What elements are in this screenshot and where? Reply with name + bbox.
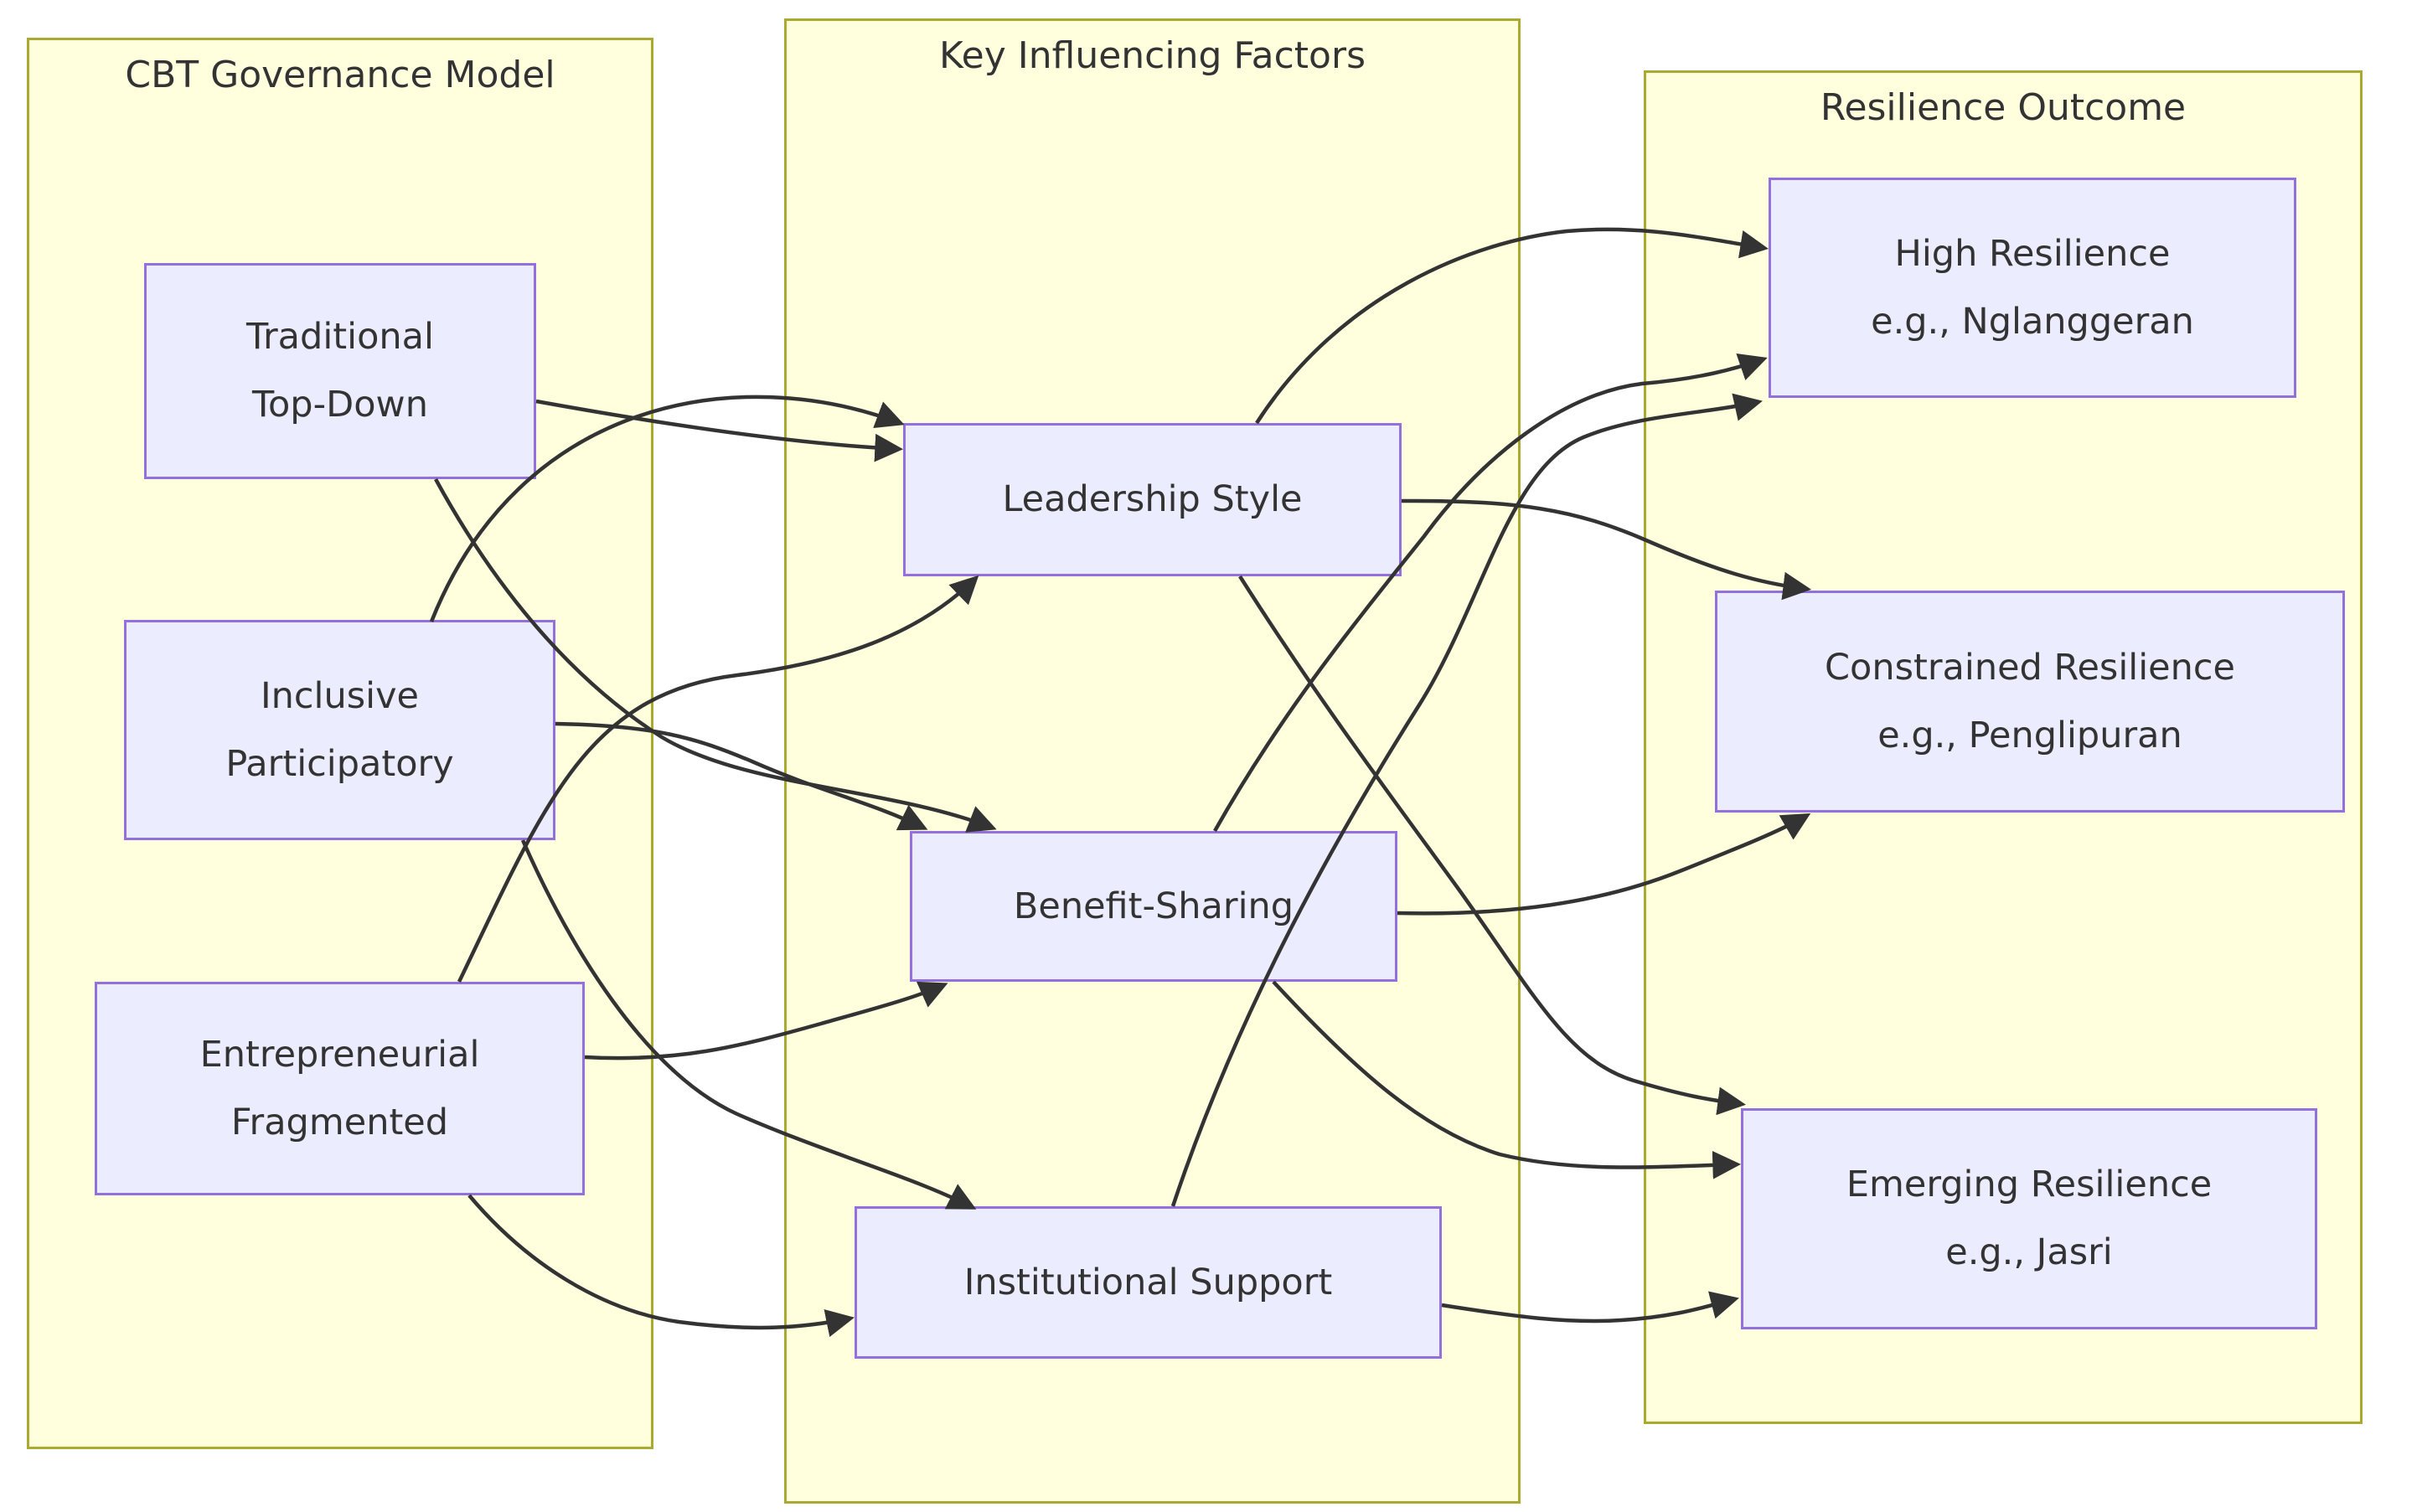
node-benefit-sharing: Benefit-Sharing: [910, 831, 1397, 982]
node-label: High Resilience: [1894, 232, 2171, 275]
node-label: Participatory: [225, 742, 454, 785]
node-label: Top-Down: [252, 384, 428, 426]
node-leadership-style: Leadership Style: [903, 423, 1402, 576]
node-entrepreneurial-fragmented: Entrepreneurial Fragmented: [95, 982, 585, 1195]
node-label: e.g., Nglanggeran: [1871, 300, 2194, 343]
node-emerging-resilience: Emerging Resilience e.g., Jasri: [1741, 1108, 2317, 1329]
node-label: e.g., Penglipuran: [1877, 714, 2182, 756]
cluster-governance-title: CBT Governance Model: [125, 54, 555, 96]
node-label: Inclusive: [260, 674, 420, 717]
node-label: Leadership Style: [1002, 478, 1303, 521]
node-institutional-support: Institutional Support: [855, 1206, 1442, 1359]
node-constrained-resilience: Constrained Resilience e.g., Penglipuran: [1715, 591, 2345, 813]
node-label: Institutional Support: [963, 1261, 1333, 1303]
cluster-outcome-title: Resilience Outcome: [1820, 86, 2187, 129]
node-inclusive-participatory: Inclusive Participatory: [124, 620, 555, 840]
node-label: Benefit-Sharing: [1013, 885, 1294, 927]
cluster-factors-title: Key Influencing Factors: [938, 34, 1366, 77]
node-label: Emerging Resilience: [1846, 1164, 2213, 1206]
node-label: Constrained Resilience: [1825, 646, 2235, 689]
node-high-resilience: High Resilience e.g., Nglanggeran: [1769, 178, 2296, 398]
node-label: e.g., Jasri: [1945, 1231, 2113, 1273]
node-label: Fragmented: [230, 1101, 449, 1143]
node-label: Traditional: [246, 316, 434, 359]
node-traditional-top-down: Traditional Top-Down: [144, 263, 536, 479]
node-label: Entrepreneurial: [199, 1033, 480, 1076]
